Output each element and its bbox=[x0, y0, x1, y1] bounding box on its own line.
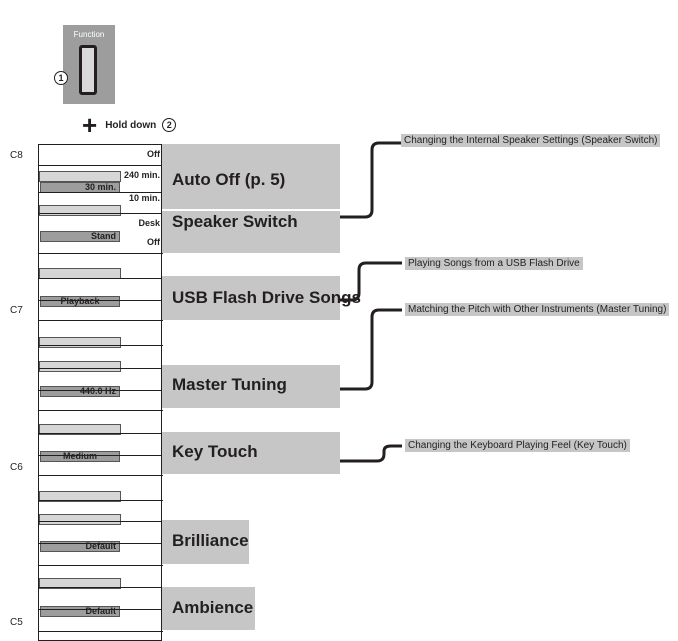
white-key[interactable] bbox=[39, 543, 163, 544]
key-value-stand[interactable]: Stand bbox=[40, 231, 120, 242]
white-key[interactable] bbox=[39, 521, 163, 522]
black-key[interactable] bbox=[39, 514, 121, 525]
white-key[interactable] bbox=[39, 455, 163, 456]
black-key[interactable] bbox=[39, 337, 121, 348]
usb-songs-panel: USB Flash Drive Songs bbox=[162, 276, 361, 320]
black-key[interactable] bbox=[39, 205, 121, 216]
key-value-off: Off bbox=[147, 149, 160, 159]
plus-icon: + bbox=[82, 110, 98, 140]
usb-songs-label: USB Flash Drive Songs bbox=[172, 288, 361, 307]
key-value-tuning[interactable]: 440.0 Hz bbox=[40, 386, 120, 397]
keyboard: Off 240 min. 30 min. 10 min. Desk Stand … bbox=[38, 144, 183, 641]
white-key[interactable] bbox=[39, 278, 163, 279]
key-value-touch[interactable]: Medium bbox=[40, 451, 120, 462]
callout-key-touch: Changing the Keyboard Playing Feel (Key … bbox=[405, 439, 630, 452]
white-key[interactable] bbox=[39, 192, 163, 193]
white-key[interactable] bbox=[39, 631, 163, 632]
white-key[interactable] bbox=[39, 165, 163, 166]
white-key[interactable] bbox=[39, 433, 163, 434]
octave-c5-label: C5 bbox=[10, 617, 23, 628]
white-key[interactable] bbox=[39, 500, 163, 501]
white-key[interactable] bbox=[39, 390, 163, 391]
hold-down-label: Hold down bbox=[105, 119, 157, 131]
key-touch-panel: Key Touch bbox=[162, 432, 340, 474]
brilliance-label: Brilliance bbox=[172, 531, 249, 550]
function-button-label: Function bbox=[73, 30, 105, 39]
octave-c8-label: C8 bbox=[10, 150, 23, 161]
key-touch-label: Key Touch bbox=[172, 442, 258, 461]
white-key[interactable] bbox=[39, 213, 163, 214]
key-value-ambience[interactable]: Default bbox=[40, 606, 120, 617]
ambience-panel: Ambience bbox=[162, 587, 255, 630]
ambience-label: Ambience bbox=[172, 598, 254, 617]
key-value-240min: 240 min. bbox=[123, 170, 160, 180]
step-two-badge: 2 bbox=[162, 118, 177, 132]
black-key[interactable] bbox=[39, 578, 121, 589]
key-value-10min: 10 min. bbox=[128, 193, 160, 203]
black-key[interactable] bbox=[39, 361, 121, 372]
master-tuning-label: Master Tuning bbox=[172, 375, 287, 394]
auto-off-label: Auto Off (p. 5) bbox=[172, 170, 286, 189]
white-key[interactable] bbox=[39, 609, 163, 610]
key-value-playback[interactable]: Playback bbox=[40, 296, 120, 307]
black-key[interactable] bbox=[39, 424, 121, 435]
white-key[interactable] bbox=[39, 368, 163, 369]
callout-speaker-switch: Changing the Internal Speaker Settings (… bbox=[401, 134, 661, 147]
step-one-badge: 1 bbox=[54, 71, 68, 85]
white-key[interactable] bbox=[39, 565, 163, 566]
white-key[interactable] bbox=[39, 410, 163, 411]
white-key[interactable] bbox=[39, 320, 163, 321]
master-tuning-panel: Master Tuning bbox=[162, 365, 340, 408]
key-value-off-speaker: Off bbox=[147, 237, 160, 247]
hold-down-instruction: + Hold down 2 bbox=[82, 110, 177, 140]
white-key[interactable] bbox=[39, 345, 163, 346]
white-key[interactable] bbox=[39, 253, 163, 254]
speaker-switch-label: Speaker Switch bbox=[172, 212, 298, 231]
black-key[interactable] bbox=[39, 171, 121, 182]
brilliance-panel: Brilliance bbox=[162, 520, 249, 564]
key-value-brilliance[interactable]: Default bbox=[40, 541, 120, 552]
white-key[interactable] bbox=[39, 475, 163, 476]
callout-master-tuning: Matching the Pitch with Other Instrument… bbox=[405, 303, 670, 316]
finger-press-icon bbox=[79, 45, 97, 95]
white-key[interactable] bbox=[39, 300, 163, 301]
octave-c6-label: C6 bbox=[10, 462, 23, 473]
function-button[interactable]: Function 1 bbox=[54, 25, 115, 104]
white-key[interactable] bbox=[39, 587, 163, 588]
callout-usb-songs: Playing Songs from a USB Flash Drive bbox=[405, 257, 583, 270]
key-value-desk: Desk bbox=[138, 218, 160, 228]
auto-off-panel: Auto Off (p. 5) bbox=[162, 144, 340, 209]
black-key[interactable] bbox=[39, 491, 121, 502]
octave-c7-label: C7 bbox=[10, 305, 23, 316]
speaker-switch-panel: Speaker Switch bbox=[162, 211, 340, 253]
